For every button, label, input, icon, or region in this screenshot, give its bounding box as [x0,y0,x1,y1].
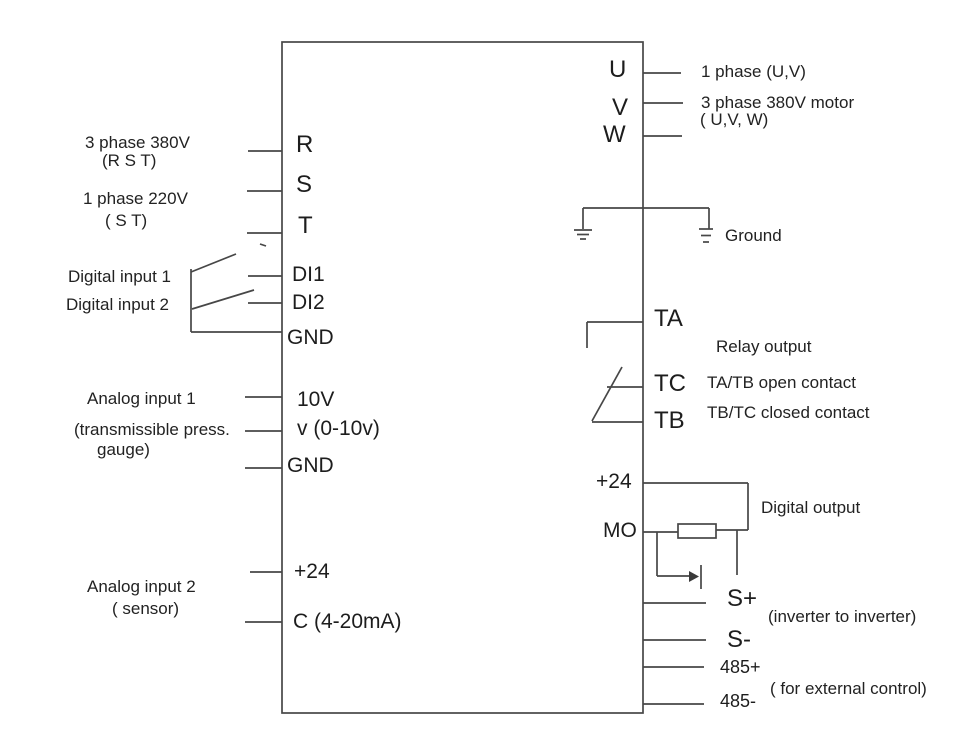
terminal-TA: TA [654,305,683,332]
resistor-symbol [677,523,717,539]
label-1phase-uv: 1 phase (U,V) [701,62,806,81]
label-open-contact: TA/TB open contact [707,373,856,392]
label-digital-input-2: Digital input 2 [66,295,170,314]
terminal-R: R [296,131,314,158]
terminal-V: V [612,94,629,121]
power-input-wires [247,150,282,234]
terminal-C-4-20mA: C (4-20mA) [293,610,402,633]
label-digital-output: Digital output [761,498,861,517]
label-3phase-380v: 3 phase 380V [85,133,190,152]
terminal-U: U [609,56,627,83]
stray-mark [259,243,267,247]
label-st: ( S T) [105,211,148,230]
terminal-MO: MO [603,519,637,542]
motor-output-wires [643,72,683,137]
label-digital-input-1: Digital input 1 [68,267,172,286]
terminal-485-plus: 485+ [720,657,761,677]
terminal-T: T [298,212,313,239]
terminal-W: W [603,121,626,148]
terminal-S-plus: S+ [727,585,758,612]
label-transmissible-press: (transmissible press. [74,420,230,439]
terminal-485-minus: 485- [720,691,757,711]
label-gauge: gauge) [97,440,150,459]
comm-wires [643,602,706,705]
relay-contact-symbol [586,321,643,423]
terminal-TB: TB [654,407,685,434]
terminal-TC: TC [654,370,686,397]
label-sensor: ( sensor) [112,599,180,618]
digital-output-circuit [643,482,749,589]
analog-input1-wires [245,396,282,469]
label-analog-input-2: Analog input 2 [87,577,196,596]
terminal-plus24-left: +24 [294,560,330,583]
terminal-GND: GND [287,326,334,349]
terminal-10V: 10V [297,388,335,411]
terminal-v-0-10v: v (0-10v) [297,417,380,440]
digital-input-switch-symbol [190,243,282,333]
label-relay-output: Relay output [716,337,812,356]
label-closed-contact: TB/TC closed contact [707,403,870,422]
label-3phase-motor: 3 phase 380V motor [701,93,855,112]
label-1phase-220v: 1 phase 220V [83,189,188,208]
inverter-box [281,41,644,714]
terminal-DI2: DI2 [292,291,325,314]
terminal-S-minus: S- [727,626,751,653]
label-analog-input-1: Analog input 1 [87,389,196,408]
terminal-DI1: DI1 [292,263,325,286]
earth-icon [699,228,713,243]
label-inverter-to-inverter: (inverter to inverter) [768,607,917,626]
earth-icon [574,229,592,240]
terminal-GND-2: GND [287,454,334,477]
terminal-S: S [296,171,313,198]
label-external-control: ( for external control) [770,679,927,698]
analog-input2-wires [245,571,282,623]
label-uvw: ( U,V, W) [700,110,769,129]
arrow-icon [689,571,699,582]
ground-symbols [574,207,713,243]
label-rst: (R S T) [102,151,157,170]
label-ground: Ground [725,226,782,245]
terminal-plus24-right: +24 [596,470,632,493]
